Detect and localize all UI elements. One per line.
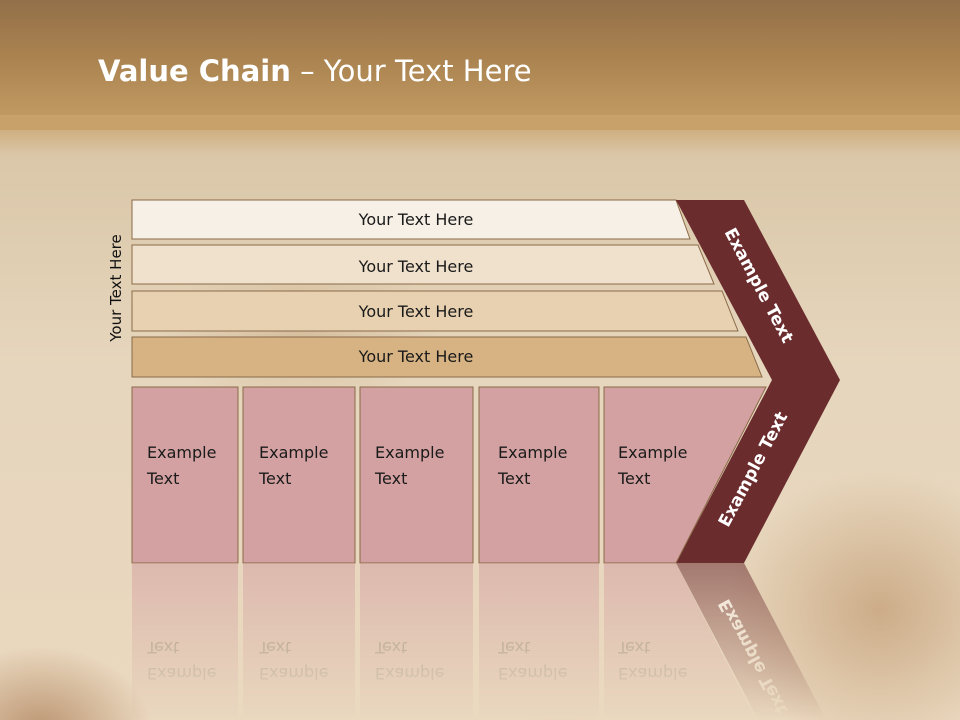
primary-box-3: Example Text: [359, 386, 474, 564]
primary-box-3-line1: Example: [375, 443, 444, 462]
title-rest: – Your Text Here: [290, 54, 532, 88]
support-bar-1-label: Your Text Here: [358, 210, 474, 229]
reflection-box-5-line1: Example: [618, 664, 687, 683]
reflection-box-1-line2: Text: [146, 638, 179, 657]
support-bar-3-shape: [131, 290, 739, 332]
support-bar-4: Your Text Here: [131, 336, 763, 378]
reflection-box-2-line1: Example: [259, 664, 328, 683]
reflection-box-2: [243, 563, 355, 720]
reflection-arrow-lower: [676, 563, 827, 720]
margin-arrow-lower: [676, 380, 840, 563]
background-fade: [0, 115, 960, 155]
support-bars: Your Text Here Your Text Here Your Text …: [131, 199, 763, 378]
primary-box-4-line1: Example: [498, 443, 567, 462]
primary-box-4-shape: [478, 386, 600, 564]
primary-box-2-line1: Example: [259, 443, 328, 462]
support-bar-1-shape: [131, 199, 691, 240]
support-bar-4-label: Your Text Here: [358, 347, 474, 366]
primary-box-5-line2: Text: [617, 469, 650, 488]
primary-row-reflection: Example Text Example Text Example Text E…: [132, 563, 827, 720]
primary-box-2: Example Text: [242, 386, 356, 564]
primary-box-4-line2: Text: [497, 469, 530, 488]
reflection-box-5-line2: Text: [617, 638, 650, 657]
slide-title: Value Chain – Your Text Here: [98, 54, 532, 94]
primary-box-5-line1: Example: [618, 443, 687, 462]
reflection-box-4-line2: Text: [497, 638, 530, 657]
margin-arrow-upper: [676, 200, 840, 380]
support-bar-4-shape: [131, 336, 763, 378]
reflection-box-3: [360, 563, 473, 720]
primary-box-4: Example Text: [478, 386, 600, 564]
reflection-box-4: [479, 563, 599, 720]
support-bar-2-shape: [131, 244, 715, 285]
primary-box-2-line2: Text: [258, 469, 291, 488]
primary-box-3-shape: [359, 386, 474, 564]
support-bar-1: Your Text Here: [131, 199, 691, 240]
primary-boxes: Example Text Example Text Example Text E…: [131, 386, 767, 564]
reflection-box-1: [132, 563, 238, 720]
reflection-box-2-line2: Text: [258, 638, 291, 657]
primary-box-1-line1: Example: [147, 443, 216, 462]
primary-box-1: Example Text: [131, 386, 239, 564]
reflection-box-3-line1: Example: [375, 664, 444, 683]
support-bar-2: Your Text Here: [131, 244, 715, 285]
reflection-box-3-line2: Text: [374, 638, 407, 657]
reflection-box-5: [604, 563, 757, 720]
support-bar-3-label: Your Text Here: [358, 302, 474, 321]
primary-box-1-line2: Text: [146, 469, 179, 488]
primary-box-2-shape: [242, 386, 356, 564]
support-bar-3: Your Text Here: [131, 290, 739, 332]
primary-box-3-line2: Text: [374, 469, 407, 488]
reflection-box-4-line1: Example: [498, 664, 567, 683]
reflection-box-1-line1: Example: [147, 664, 216, 683]
primary-box-5: Example Text: [603, 386, 767, 564]
title-bold: Value Chain: [98, 54, 291, 88]
support-bar-2-label: Your Text Here: [358, 257, 474, 276]
